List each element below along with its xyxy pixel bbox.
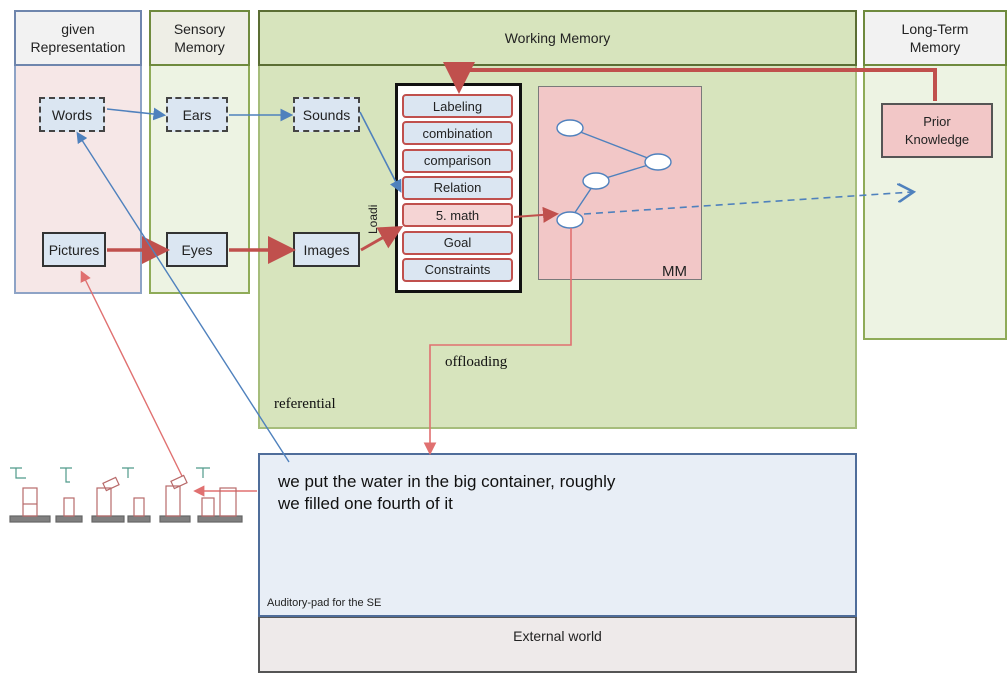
images-to-process-arrow (360, 226, 404, 252)
offloading-label: offloading (445, 354, 508, 370)
offloading-arrow (423, 228, 572, 456)
process-item: Goal (402, 230, 513, 255)
ears-box: Ears (166, 97, 228, 132)
eyes-box: Eyes (166, 232, 228, 267)
auditory-pad-caption: Auditory-pad for the SE (267, 597, 382, 609)
container-scene-illustration (9, 467, 243, 523)
mm-node-2 (644, 153, 672, 171)
working-memory-header: Working Memory (258, 10, 857, 66)
long-term-memory-header: Long-Term Memory (863, 10, 1007, 66)
images-box: Images (293, 232, 360, 267)
referential-label: referential (274, 396, 336, 412)
process-item: combination (402, 121, 513, 146)
sounds-box: Sounds (293, 97, 360, 132)
mm-to-longterm-dashed-arrow (583, 192, 912, 215)
mm-graph (556, 119, 672, 229)
auditory-pad-text: we put the water in the big container, r… (278, 472, 616, 513)
words-box: Words (39, 97, 105, 132)
words-to-ears-arrow (106, 107, 167, 121)
mm-node-1 (556, 119, 584, 137)
scene-to-pictures-arrow (80, 270, 183, 477)
prior-knowledge-box: Prior Knowledge (881, 103, 993, 158)
process-item: Relation (402, 175, 513, 200)
given-representation-header: given Representation (14, 10, 142, 66)
mental-model-label: MM (662, 263, 687, 280)
prior-knowledge-arrow (443, 62, 937, 101)
external-world-label: External world (513, 628, 602, 644)
sensory-memory-header: Sensory Memory (149, 10, 250, 66)
sounds-to-process-arrow (359, 111, 402, 193)
external-world-box (258, 617, 857, 673)
process-item: 5. math (402, 203, 513, 228)
process-item: Labeling (402, 94, 513, 118)
math-to-mm-arrow (513, 206, 559, 223)
mm-node-3 (582, 172, 610, 190)
pictures-box: Pictures (42, 232, 106, 267)
auditory-pad (258, 453, 857, 617)
mental-model-box (538, 86, 702, 280)
referential-arrow (76, 131, 290, 463)
mm-node-4 (556, 211, 584, 229)
process-item: comparison (402, 148, 513, 173)
process-item: Constraints (402, 257, 513, 282)
